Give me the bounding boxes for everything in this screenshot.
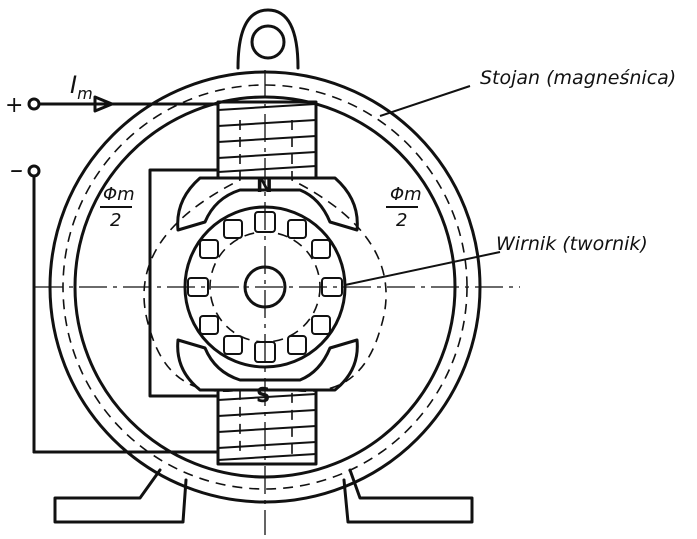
plus-label: +: [5, 93, 23, 118]
flux-label-left: Φm 2: [100, 184, 135, 231]
svg-text:Φm: Φm: [390, 184, 422, 205]
flux-path-right: [291, 120, 387, 455]
north-pole-core: [216, 100, 318, 180]
minus-label: –: [10, 155, 23, 185]
current-label: Im: [70, 71, 93, 103]
armature: [183, 205, 347, 369]
svg-text:Φm: Φm: [103, 184, 135, 205]
current-arrow: [93, 95, 114, 113]
flux-label-right: Φm 2: [386, 184, 422, 231]
south-field-coil: [217, 393, 317, 461]
south-pole-shoe: [176, 338, 359, 392]
flux-path-left: [143, 120, 241, 455]
stator-leader: [379, 85, 471, 117]
north-field-coil: [217, 103, 317, 173]
machine-feet: [53, 468, 474, 524]
svg-text:2: 2: [110, 210, 121, 231]
coil-link-wire: [148, 168, 220, 398]
armature-slots: [187, 211, 343, 363]
pole-s-label: S: [256, 383, 270, 407]
stator-yoke: [48, 70, 482, 504]
svg-text:2: 2: [396, 210, 407, 231]
rotor-label: Wirnik (twornik): [496, 233, 648, 255]
lifting-eye: [236, 8, 300, 70]
supply-wiring: [27, 95, 220, 454]
north-pole: [176, 100, 359, 232]
rotor-leader: [344, 251, 501, 286]
south-pole: [176, 338, 359, 466]
pole-n-label: N: [256, 173, 273, 197]
outer-flux-path: [62, 84, 468, 490]
stator-label: Stojan (magneśnica): [480, 67, 676, 89]
north-pole-shoe: [176, 176, 359, 232]
shaft: [243, 265, 287, 309]
